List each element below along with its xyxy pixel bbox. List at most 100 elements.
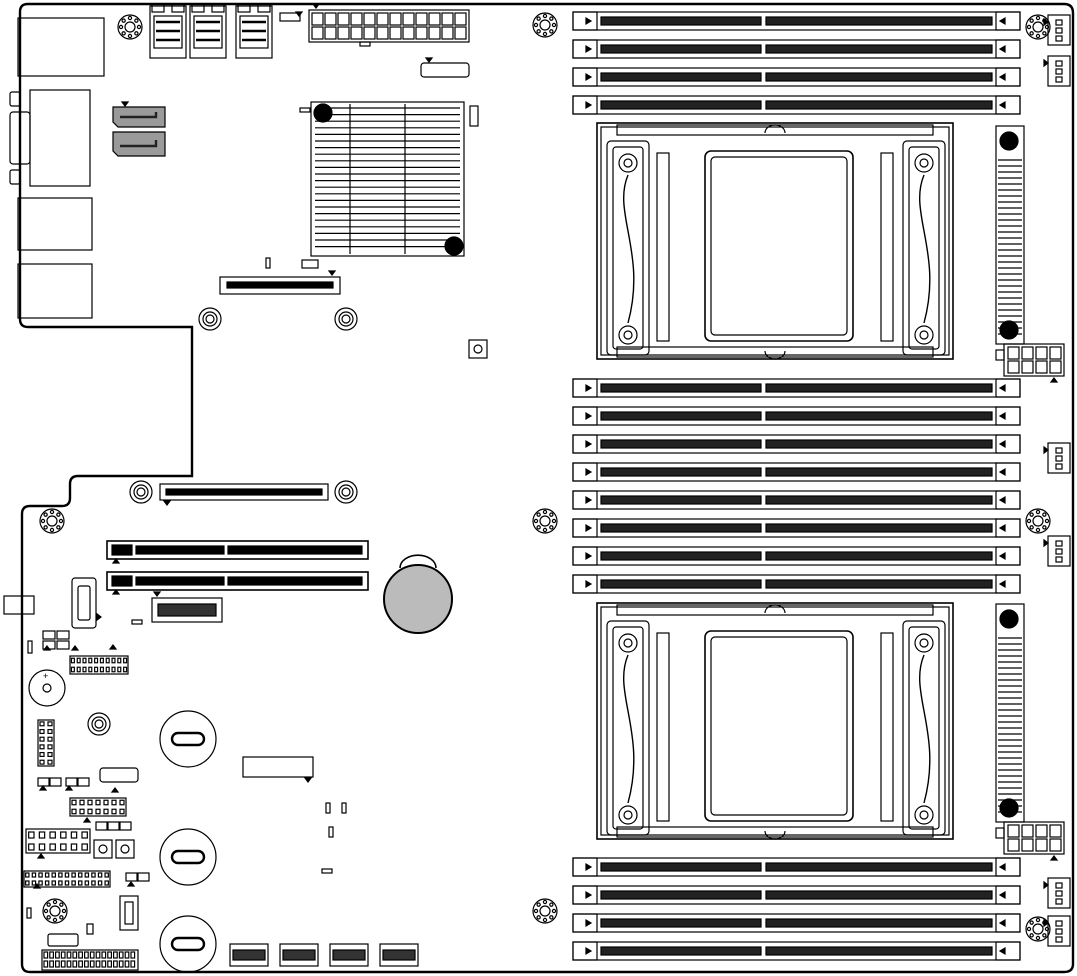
jumper (56, 630, 70, 640)
arrow-indicator-icon (111, 558, 121, 564)
dimm-slot (572, 546, 1021, 566)
dimm-slot (572, 490, 1021, 510)
vrm-group (995, 125, 1025, 823)
sata-port-2 (112, 131, 166, 157)
arrow-indicator-icon (108, 644, 118, 650)
mounting-hole-icon (117, 14, 143, 40)
minisas-port (235, 3, 273, 59)
small-button (468, 339, 488, 359)
minisas-group (149, 3, 273, 59)
arrow-indicator-icon (1043, 880, 1049, 890)
dimm-slot (572, 574, 1021, 594)
mounting-hole-icon (39, 508, 65, 534)
pin-header (69, 797, 127, 817)
internal-usb (71, 577, 102, 629)
m2-connector (219, 270, 341, 295)
jumper (77, 777, 90, 787)
front-panel-headers (23, 630, 150, 947)
rear-io-dsub (9, 111, 31, 165)
heatsink-pin (313, 103, 333, 123)
mounting-hole-icon (1025, 14, 1051, 40)
arrow-indicator-icon (38, 785, 48, 791)
pin-header (25, 828, 91, 854)
pcie-x16-slot (106, 540, 369, 564)
standoff-group (87, 307, 358, 736)
rear-io-serial-flange-top (9, 91, 21, 107)
jumper-top (279, 12, 301, 22)
pin-header (23, 870, 111, 888)
cpu-power-connector (995, 343, 1065, 383)
rear-io-usb-stack (17, 17, 105, 77)
push-button (115, 839, 135, 859)
jumper (49, 777, 62, 787)
heatsink-pin (444, 236, 464, 256)
dimm-slot (572, 67, 1021, 87)
arrow-indicator-icon (36, 853, 46, 859)
standoff-icon (87, 712, 111, 736)
bottom-connector (379, 943, 419, 967)
cmos-battery (383, 554, 453, 634)
dimm-slot (572, 518, 1021, 538)
dimm-slot (572, 941, 1021, 961)
bottom-connector-row (229, 943, 419, 967)
minisas-port (189, 3, 227, 59)
vertical-connector (119, 895, 139, 931)
bottom-pin-header (41, 949, 139, 971)
arrow-indicator-icon (294, 11, 304, 17)
mounting-hole-icon (532, 12, 558, 38)
pcie-x16-slot (106, 571, 369, 595)
dimm-group (572, 11, 1021, 961)
arrow-indicator-icon (70, 645, 80, 651)
heatsink-mount (159, 828, 217, 886)
usb-header-mid (242, 756, 314, 778)
fan-header (1043, 55, 1071, 87)
jumper (125, 872, 138, 882)
bottom-connector (329, 943, 369, 967)
dimm-slot (572, 885, 1021, 905)
buzzer: + (28, 669, 66, 707)
arrow-indicator-icon (1049, 855, 1059, 861)
jumper (119, 821, 132, 831)
arrow-indicator-icon (152, 591, 162, 597)
arrow-indicator-icon (96, 612, 102, 622)
fan-header (1043, 535, 1071, 567)
dimm-slot (572, 857, 1021, 877)
heatsink-mount (159, 915, 217, 973)
arrow-indicator-icon (1043, 58, 1049, 68)
arrow-indicator-icon (1049, 377, 1059, 383)
jumper (137, 872, 150, 882)
arrow-indicator-icon (424, 57, 434, 63)
fan-header (1043, 442, 1071, 474)
mounting-hole-icon (532, 898, 558, 924)
fan-header-group (1043, 14, 1071, 947)
standoff-icon (198, 307, 222, 331)
heatsink-mount-group (159, 710, 217, 973)
fan-header-top (420, 62, 470, 78)
cpu-power-group (995, 343, 1065, 861)
arrow-indicator-icon (1043, 538, 1049, 548)
mounting-hole-icon (532, 508, 558, 534)
rear-io-serial-flange-bottom (9, 169, 21, 185)
arrow-indicator-icon (303, 777, 313, 783)
rear-io-group (9, 17, 105, 319)
rear-io-lan-2 (17, 263, 93, 319)
pin-header (69, 655, 129, 675)
mounting-hole-group (39, 12, 1051, 942)
arrow-indicator-icon (1043, 918, 1049, 928)
cpu-power-connector (995, 821, 1065, 861)
mounting-hole-icon (1025, 916, 1051, 942)
pcie-group (106, 540, 369, 595)
fan-header (1043, 877, 1071, 909)
arrow-indicator-icon (162, 500, 172, 506)
standoff-icon (334, 480, 358, 504)
jumper (56, 640, 70, 650)
vrm-strip (995, 603, 1025, 823)
dimm-slot (572, 406, 1021, 426)
standoff-icon (129, 480, 153, 504)
dimm-slot (572, 11, 1021, 31)
atx-power-connector (308, 3, 470, 47)
battery-plus-label: + (43, 671, 48, 681)
arrow-indicator-icon (120, 101, 130, 107)
